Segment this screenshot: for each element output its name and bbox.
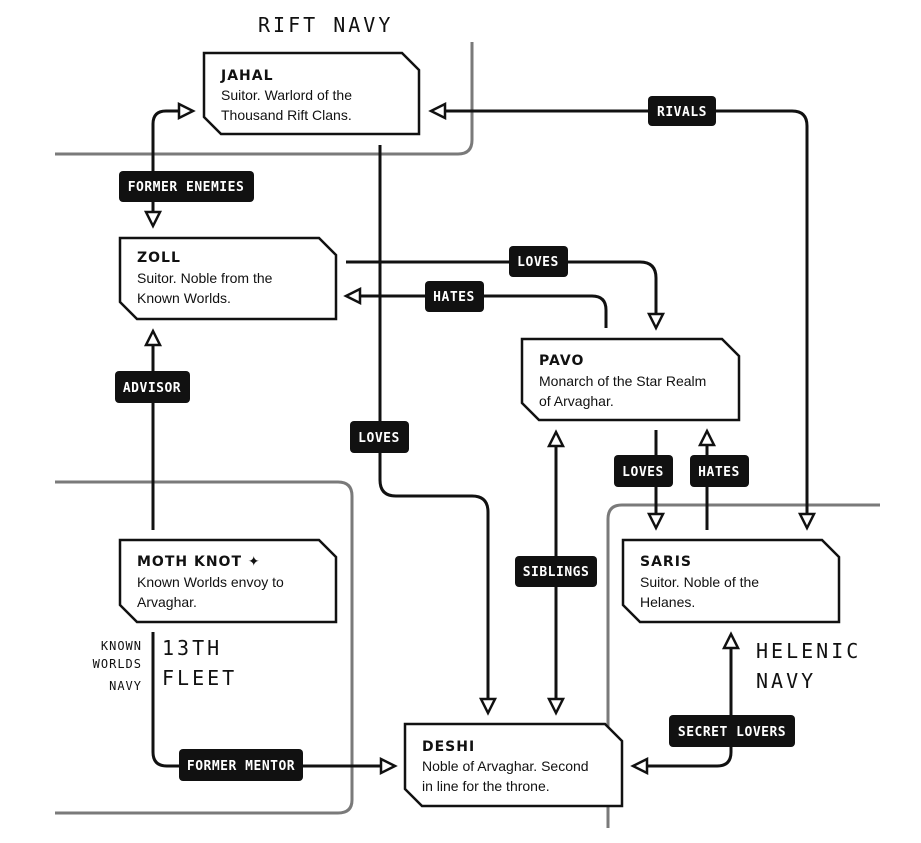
arrowhead-secret-lovers-deshi [630, 756, 649, 776]
edge-line-secret-lovers [646, 648, 733, 768]
edge-label-former-mentor: FORMER MENTOR [179, 749, 303, 781]
arrowhead-former-enemies-jahal [177, 101, 196, 121]
svg-text:LOVES: LOVES [517, 255, 559, 270]
fleet-13th-boundary [55, 480, 354, 815]
edge-label-hates-saris-pavo: HATES [690, 455, 749, 487]
node-jahal-name: JAHAL [220, 68, 274, 84]
svg-text:RIVALS: RIVALS [657, 105, 707, 120]
arrowhead-loves-deshi [478, 697, 498, 716]
edge-line-loves-jahal-deshi [378, 145, 490, 700]
svg-text:ADVISOR: ADVISOR [123, 381, 181, 396]
edge-label-hates-pavo-zoll: HATES [425, 281, 484, 312]
svg-text:LOVES: LOVES [622, 465, 664, 480]
arrowhead-loves-pavo [646, 312, 666, 331]
arrowhead-rivals-jahal [428, 101, 447, 121]
node-deshi-desc-line1: Noble of Arvaghar. Second [422, 758, 589, 774]
arrowhead-former-mentor-deshi [379, 756, 398, 776]
edge-line-loves-zoll-pavo [346, 260, 658, 316]
node-moth-knot: MOTH KNOT ✦ Known Worlds envoy to Arvagh… [118, 538, 338, 624]
svg-text:SECRET LOVERS: SECRET LOVERS [678, 725, 786, 740]
node-zoll-name: ZOLL [137, 250, 181, 266]
region-label-helenic-navy-line2: NAVY [756, 669, 816, 693]
node-deshi-desc-line2: in line for the throne. [422, 778, 550, 794]
node-pavo-desc-line2: of Arvaghar. [539, 393, 614, 409]
arrowhead-former-enemies-zoll [143, 210, 163, 229]
node-jahal: JAHAL Suitor. Warlord of the Thousand Ri… [202, 51, 421, 136]
edge-label-siblings: SIBLINGS [515, 556, 597, 587]
edge-line-hates-pavo-zoll [358, 294, 608, 328]
edge-label-secret-lovers: SECRET LOVERS [669, 715, 795, 747]
region-label-13th-fleet-line1: 13TH [162, 636, 222, 660]
node-saris-desc-line1: Suitor. Noble of the [640, 574, 759, 590]
node-moth-knot-desc-line2: Arvaghar. [137, 594, 197, 610]
node-zoll-desc-line2: Known Worlds. [137, 290, 231, 306]
node-moth-knot-desc-line1: Known Worlds envoy to [137, 574, 284, 590]
region-label-known-worlds-navy-line2: WORLDS [93, 657, 142, 671]
arrowhead-rivals-saris [797, 512, 817, 531]
arrowhead-secret-lovers-saris [721, 631, 741, 650]
region-label-13th-fleet-line2: FLEET [162, 666, 237, 690]
node-deshi-name: DESHI [422, 739, 475, 755]
edge-label-loves-zoll-pavo: LOVES [509, 246, 568, 277]
svg-text:FORMER ENEMIES: FORMER ENEMIES [128, 180, 245, 195]
edge-label-loves-jahal-deshi: LOVES [350, 421, 409, 453]
helenic-navy-boundary [606, 503, 880, 828]
node-saris-desc-line2: Helanes. [640, 594, 695, 610]
arrowhead-loves-saris [646, 512, 666, 531]
svg-text:HATES: HATES [433, 290, 475, 305]
node-pavo-name: PAVO [539, 353, 584, 369]
node-saris-name: SARIS [640, 554, 692, 570]
node-jahal-desc-line1: Suitor. Warlord of the [221, 87, 352, 103]
node-zoll: ZOLL Suitor. Noble from the Known Worlds… [118, 236, 338, 321]
node-zoll-desc-line1: Suitor. Noble from the [137, 270, 273, 286]
node-jahal-desc-line2: Thousand Rift Clans. [221, 107, 352, 123]
node-pavo: PAVO Monarch of the Star Realm of Arvagh… [520, 337, 741, 422]
edge-label-rivals: RIVALS [648, 96, 716, 126]
arrowhead-hates-zoll [343, 286, 362, 306]
node-saris: SARIS Suitor. Noble of the Helanes. [621, 538, 841, 624]
region-label-known-worlds-navy-line3: NAVY [109, 679, 142, 693]
edge-label-former-enemies: FORMER ENEMIES [119, 171, 254, 202]
edge-label-advisor: ADVISOR [115, 371, 190, 403]
region-label-rift-navy: RIFT NAVY [258, 13, 393, 37]
node-deshi: DESHI Noble of Arvaghar. Second in line … [403, 722, 624, 808]
edge-label-loves-pavo-saris: LOVES [614, 455, 673, 487]
edge-line-former-enemies [151, 109, 182, 212]
svg-text:HATES: HATES [698, 465, 740, 480]
node-moth-knot-name: MOTH KNOT ✦ [137, 554, 261, 570]
arrowhead-siblings-pavo [546, 429, 566, 448]
region-label-known-worlds-navy-line1: KNOWN [101, 639, 142, 653]
arrowhead-siblings-deshi [546, 697, 566, 716]
edge-line-rivals [440, 109, 809, 515]
svg-text:FORMER MENTOR: FORMER MENTOR [187, 759, 295, 774]
arrowhead-hates-pavo [697, 428, 717, 447]
region-label-helenic-navy-line1: HELENIC [756, 639, 861, 663]
rift-navy-boundary [55, 42, 474, 156]
node-pavo-desc-line1: Monarch of the Star Realm [539, 373, 706, 389]
svg-text:SIBLINGS: SIBLINGS [523, 565, 590, 580]
svg-text:LOVES: LOVES [358, 431, 400, 446]
edge-line-former-mentor [151, 632, 382, 768]
arrowhead-advisor-zoll [143, 328, 163, 347]
